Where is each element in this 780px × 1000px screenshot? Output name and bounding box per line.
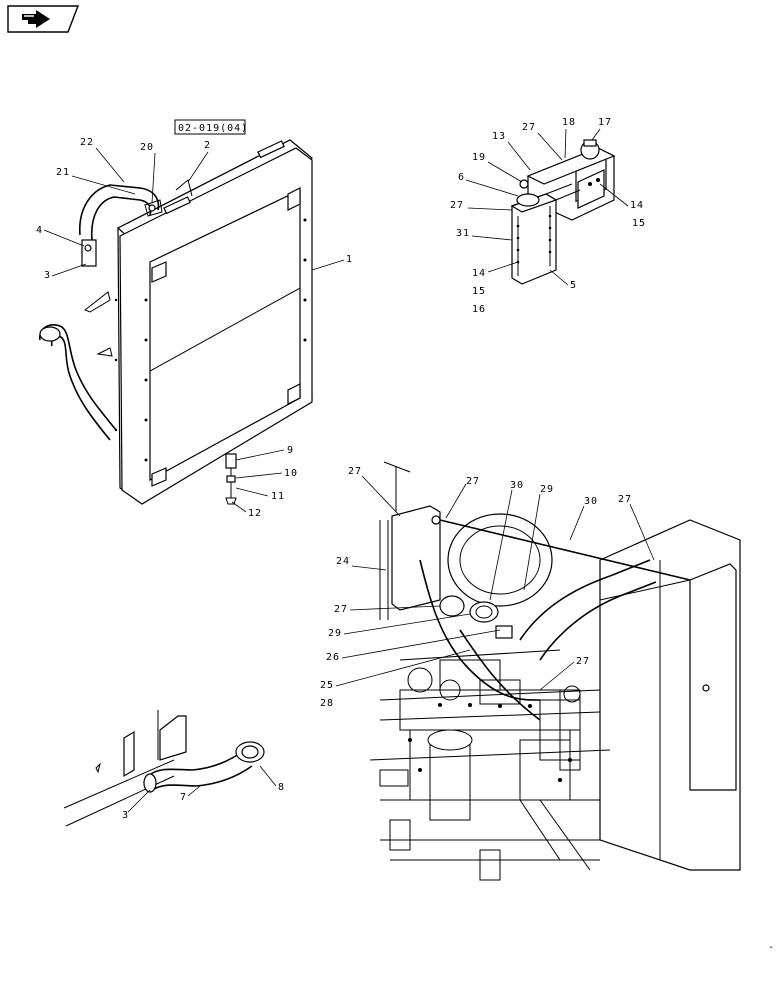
callout-27-eng-a: 27 xyxy=(348,466,362,477)
callout-27-tank-a: 27 xyxy=(522,122,536,133)
callout-16: 16 xyxy=(472,304,486,315)
radiator-callouts: 22 21 20 2 4 3 1 9 10 11 12 xyxy=(36,137,353,519)
callout-9: 9 xyxy=(287,445,294,456)
back-button[interactable] xyxy=(7,5,80,33)
callout-26: 26 xyxy=(326,652,340,663)
callout-15-a: 15 xyxy=(632,218,646,229)
callout-14-a: 14 xyxy=(630,200,644,211)
callout-5: 5 xyxy=(570,280,577,291)
callout-3-rad: 3 xyxy=(44,270,51,281)
expansion-tank xyxy=(510,139,616,285)
callout-27-tank-b: 27 xyxy=(450,200,464,211)
callout-31: 31 xyxy=(456,228,470,239)
radiator-assembly xyxy=(39,139,314,505)
callout-3-hose: 3 xyxy=(122,810,129,821)
callout-27-eng-e: 27 xyxy=(576,656,590,667)
callout-30-b: 30 xyxy=(584,496,598,507)
callout-8: 8 xyxy=(278,782,285,793)
callout-18: 18 xyxy=(562,117,576,128)
callout-10: 10 xyxy=(284,468,298,479)
tank-callouts: 13 27 18 17 19 6 27 31 14 15 14 15 16 5 xyxy=(450,117,646,315)
callout-14-b: 14 xyxy=(472,268,486,279)
callout-1: 1 xyxy=(346,254,353,265)
engine-callouts: 27 27 30 29 30 27 24 27 29 26 25 28 27 xyxy=(320,466,655,709)
callout-17: 17 xyxy=(598,117,612,128)
hose-detail xyxy=(63,710,265,827)
return-arrow-icon xyxy=(22,10,50,28)
callout-27-eng-c: 27 xyxy=(618,494,632,505)
reference-label: 02-019(04) xyxy=(178,123,248,134)
callout-11: 11 xyxy=(271,491,285,502)
callout-7: 7 xyxy=(180,792,187,803)
callout-20: 20 xyxy=(140,142,154,153)
callout-6: 6 xyxy=(458,172,465,183)
callout-2: 2 xyxy=(204,140,211,151)
callout-22: 22 xyxy=(80,137,94,148)
callout-21: 21 xyxy=(56,167,70,178)
callout-15-b: 15 xyxy=(472,286,486,297)
hose-callouts: 3 7 8 xyxy=(122,765,285,821)
engine-compartment xyxy=(369,461,741,881)
callout-29-b: 29 xyxy=(328,628,342,639)
callout-29-a: 29 xyxy=(540,484,554,495)
callout-27-eng-d: 27 xyxy=(334,604,348,615)
callout-27-eng-b: 27 xyxy=(466,476,480,487)
callout-25: 25 xyxy=(320,680,334,691)
callout-13: 13 xyxy=(492,131,506,142)
callout-12: 12 xyxy=(248,508,262,519)
callout-4: 4 xyxy=(36,225,43,236)
reference-box[interactable]: 02-019(04) xyxy=(174,119,248,135)
callout-24: 24 xyxy=(336,556,350,567)
callout-30-a: 30 xyxy=(510,480,524,491)
callout-28: 28 xyxy=(320,698,334,709)
corner-mark: - xyxy=(768,942,775,953)
callout-19: 19 xyxy=(472,152,486,163)
